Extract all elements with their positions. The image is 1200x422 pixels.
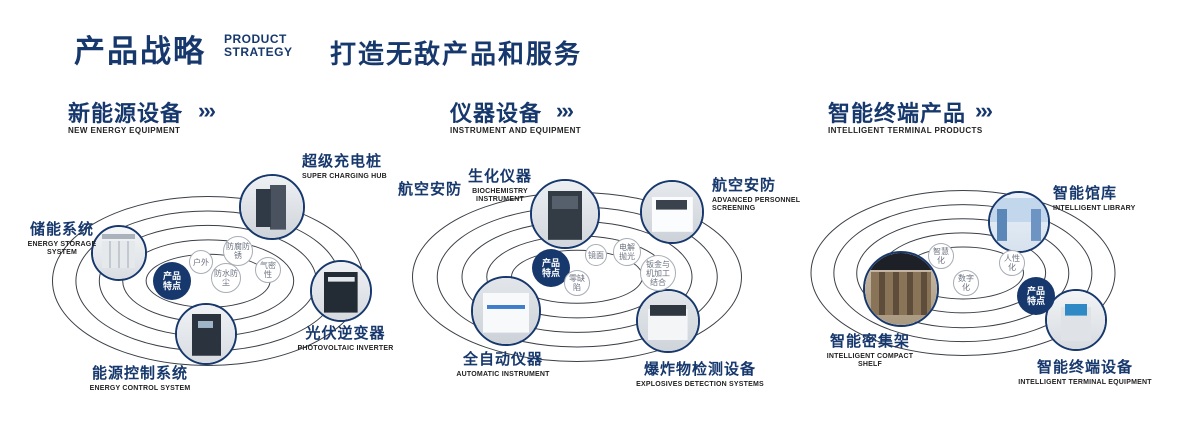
product-features-badge: 产品 特点 <box>532 249 570 287</box>
item-label-en: INTELLIGENT COMPACT SHELF <box>826 353 914 368</box>
item-label-en: ENERGY CONTROL SYSTEM <box>89 385 191 392</box>
feature-bubble-zero-defect: 零缺陷 <box>564 270 590 296</box>
item-label-cn: 光伏逆变器 <box>305 325 386 342</box>
item-label-compact-shelf: 智能密集架 INTELLIGENT COMPACT SHELF <box>820 330 920 369</box>
photo-circle-compact-shelf <box>863 251 939 327</box>
photo-circle-energy-storage <box>91 225 147 281</box>
super-charging-hub-image <box>241 176 303 238</box>
item-label-cn: 爆炸物检测设备 <box>643 361 756 378</box>
feature-bubble-waterproof: 防水防尘 <box>211 263 241 293</box>
badge-line2: 特点 <box>541 268 560 278</box>
item-label-cn: 智能密集架 <box>829 333 910 350</box>
photo-circle-intelligent-library <box>988 191 1050 253</box>
photo-circle-automatic-instrument <box>471 276 541 346</box>
badge-line1: 产品 <box>162 271 181 281</box>
section-instruments-title: 仪器设备 <box>450 101 543 126</box>
energy-control-image <box>177 305 235 363</box>
intelligent-terminal-image <box>1047 291 1105 349</box>
triple-chevron-icon: ››› <box>556 98 574 123</box>
badge-line1: 产品 <box>1026 286 1045 296</box>
triple-chevron-icon: ››› <box>975 98 993 123</box>
item-label-en: PHOTOVOLTAIC INVERTER <box>297 345 394 352</box>
page-title-en-line2: STRATEGY <box>224 45 293 59</box>
badge-line1: 产品 <box>541 258 560 268</box>
item-label-en: INTELLIGENT LIBRARY <box>1053 205 1136 212</box>
item-label-cn: 智能终端设备 <box>1036 359 1133 376</box>
item-label-personnel-screening: 航空安防 ADVANCED PERSONNEL SCREENING <box>712 174 822 213</box>
page-title: 产品战略 <box>74 34 206 69</box>
feature-bubble-airtight: 气密性 <box>255 257 281 283</box>
item-label-cn: 能源控制系统 <box>91 365 188 382</box>
item-label-super-charging-hub: 超级充电桩 SUPER CHARGING HUB <box>302 150 412 181</box>
triple-chevron-icon: ››› <box>198 98 216 123</box>
badge-line2: 特点 <box>162 281 181 291</box>
item-label-cn: 全自动仪器 <box>462 351 543 368</box>
badge-line2: 特点 <box>1026 296 1045 306</box>
side-label-aviation-security: 航空安防 <box>398 181 463 198</box>
feature-bubble-mirror: 镜面 <box>585 244 607 266</box>
automatic-instrument-image <box>473 278 539 344</box>
intelligent-library-image <box>990 193 1048 251</box>
orbit-ring <box>832 204 1093 342</box>
section-new-energy-title: 新能源设备 <box>68 101 184 126</box>
item-label-cn: 储能系统 <box>29 221 94 238</box>
product-features-badge: 产品 特点 <box>153 262 191 300</box>
orbit-diagram-intelligent <box>810 190 1115 356</box>
photo-circle-biochemistry <box>530 179 600 249</box>
photo-circle-energy-control <box>175 303 237 365</box>
product-features-badge: 产品 特点 <box>1017 277 1055 315</box>
feature-bubble-electropolish: 电解抛光 <box>613 238 641 266</box>
feature-bubble-outdoor: 户外 <box>189 250 213 274</box>
item-label-cn: 超级充电桩 <box>302 153 383 170</box>
item-label-en: ENERGY STORAGE SYSTEM <box>27 241 97 256</box>
section-intelligent-subtitle: INTELLIGENT TERMINAL PRODUCTS <box>828 126 983 135</box>
item-label-en: BIOCHEMISTRY INSTRUMENT <box>472 188 528 203</box>
section-instruments-subtitle: INSTRUMENT AND EQUIPMENT <box>450 126 582 135</box>
compact-shelf-image <box>865 253 937 325</box>
personnel-screening-image <box>642 182 702 242</box>
feature-bubble-digital: 数字化 <box>953 270 979 296</box>
item-label-intelligent-terminal: 智能终端设备 INTELLIGENT TERMINAL EQUIPMENT <box>1005 356 1165 387</box>
item-label-explosives-detection: 爆炸物检测设备 EXPLOSIVES DETECTION SYSTEMS <box>620 358 780 389</box>
item-label-cn: 航空安防 <box>712 177 777 194</box>
photovoltaic-inverter-image <box>312 262 370 320</box>
item-label-energy-control: 能源控制系统 ENERGY CONTROL SYSTEM <box>60 362 220 393</box>
biochemistry-instrument-image <box>532 181 598 247</box>
item-label-en: SUPER CHARGING HUB <box>302 173 387 180</box>
feature-bubble-sheetmetal-machining: 钣金与机加工结合 <box>640 255 676 291</box>
feature-bubble-intelligent: 智慧化 <box>928 243 954 269</box>
orbit-ring <box>855 218 1070 328</box>
item-label-en: ADVANCED PERSONNEL SCREENING <box>712 197 801 212</box>
explosives-detection-image <box>638 291 698 351</box>
item-label-en: EXPLOSIVES DETECTION SYSTEMS <box>636 381 764 388</box>
page-title-en-line1: PRODUCT <box>224 32 287 46</box>
item-label-photovoltaic-inverter: 光伏逆变器 PHOTOVOLTAIC INVERTER <box>283 322 408 353</box>
photo-circle-explosives-detection <box>636 289 700 353</box>
orbit-ring <box>810 190 1115 356</box>
item-label-biochemistry: 生化仪器 BIOCHEMISTRY INSTRUMENT <box>464 165 536 204</box>
photo-circle-intelligent-terminal <box>1045 289 1107 351</box>
item-label-energy-storage: 储能系统 ENERGY STORAGE SYSTEM <box>22 218 102 257</box>
photo-circle-personnel-screening <box>640 180 704 244</box>
slogan: 打造无敌产品和服务 <box>330 39 583 69</box>
page-title-en: PRODUCT STRATEGY <box>224 33 292 59</box>
photo-circle-photovoltaic-inverter <box>310 260 372 322</box>
photo-circle-super-charging-hub <box>239 174 305 240</box>
item-label-automatic-instrument: 全自动仪器 AUTOMATIC INSTRUMENT <box>438 348 568 379</box>
item-label-en: INTELLIGENT TERMINAL EQUIPMENT <box>1018 379 1152 386</box>
feature-bubble-anticorrosion: 防腐防锈 <box>223 236 253 266</box>
item-label-intelligent-library: 智能馆库 INTELLIGENT LIBRARY <box>1053 182 1163 213</box>
feature-bubble-humanized: 人性化 <box>999 250 1025 276</box>
item-label-en: AUTOMATIC INSTRUMENT <box>456 371 550 378</box>
energy-storage-image <box>93 227 145 279</box>
item-label-cn: 生化仪器 <box>467 168 532 185</box>
section-intelligent-title: 智能终端产品 <box>828 101 967 126</box>
section-new-energy-subtitle: NEW ENERGY EQUIPMENT <box>68 126 181 135</box>
item-label-cn: 智能馆库 <box>1053 185 1118 202</box>
